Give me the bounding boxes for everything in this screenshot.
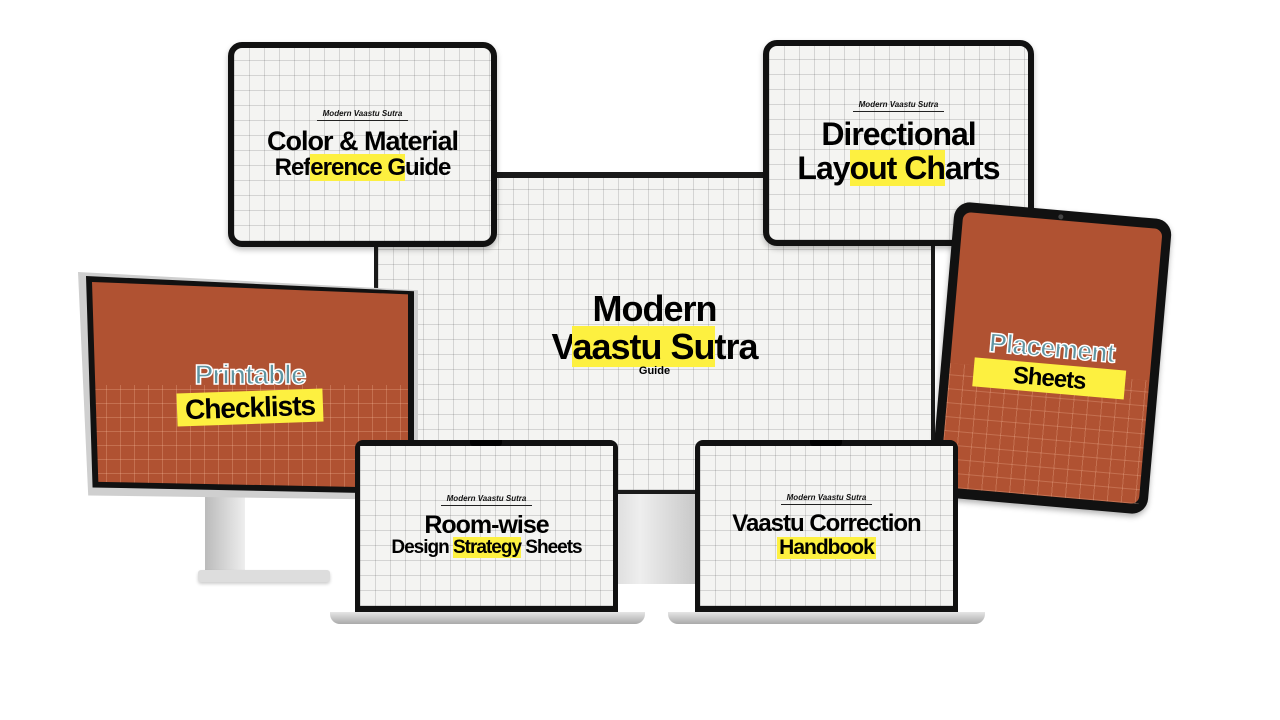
title-part: tra <box>714 326 759 368</box>
title-line1: Room-wise <box>424 510 549 539</box>
title-line1: Directional <box>821 116 976 153</box>
title-part: arts <box>944 150 1001 186</box>
title-line2: Handbook <box>777 535 876 559</box>
title-part: V <box>551 326 573 368</box>
title-part: Ref <box>274 154 312 182</box>
left-monitor-stand <box>205 490 245 575</box>
title-line1: Vaastu Correction <box>732 510 921 538</box>
brand-logo: Modern Vaastu Sutra <box>852 100 945 113</box>
laptop-right-base <box>668 612 985 624</box>
laptop-left-screen: Modern Vaastu Sutra Room-wise Design Str… <box>360 446 613 606</box>
tablet-color-material: Modern Vaastu Sutra Color & Material Ref… <box>228 42 497 247</box>
title-highlight: aastu Su <box>572 326 716 368</box>
left-monitor: Printable Checklists <box>78 272 418 500</box>
left-monitor-screen: Printable Checklists <box>92 282 408 488</box>
tablet-placement-sheets: Placement Sheets <box>929 201 1173 515</box>
title-line2: Design Strategy Sheets <box>391 537 583 559</box>
laptop-left-base <box>330 612 645 624</box>
title-line2: Reference Guide <box>274 154 451 182</box>
title-highlight: out Ch <box>849 150 946 186</box>
title-part: Sheets <box>521 537 582 559</box>
laptop-vaastu-correction: Modern Vaastu Sutra Vaastu Correction Ha… <box>695 440 958 612</box>
title-part: Lay <box>797 150 850 186</box>
brand-logo: Modern Vaastu Sutra <box>780 493 873 506</box>
title-line1: Color & Material <box>266 125 459 156</box>
notch <box>470 440 502 446</box>
brand-logo: Modern Vaastu Sutra <box>316 109 409 121</box>
title-line2: Vaastu Sutra <box>551 326 759 368</box>
title-line3: Guide <box>638 365 671 378</box>
title-line2: Checklists <box>176 388 324 428</box>
laptop-room-wise: Modern Vaastu Sutra Room-wise Design Str… <box>355 440 618 612</box>
title-line1: Modern <box>592 288 718 330</box>
camera-icon <box>1058 214 1064 220</box>
right-tablet-screen: Placement Sheets <box>939 211 1163 505</box>
notch <box>810 440 842 446</box>
title-part: uide <box>405 154 451 182</box>
title-highlight: erence G <box>310 154 406 182</box>
title-line2: Layout Charts <box>797 150 1001 186</box>
left-monitor-bezel: Printable Checklists <box>86 276 414 494</box>
title-line1: Printable <box>194 359 307 392</box>
title-part: Design <box>391 537 453 559</box>
brand-logo: Modern Vaastu Sutra <box>440 494 533 506</box>
title-highlight: Strategy <box>453 537 522 559</box>
left-monitor-base <box>198 570 330 582</box>
laptop-right-screen: Modern Vaastu Sutra Vaastu Correction Ha… <box>700 446 953 606</box>
